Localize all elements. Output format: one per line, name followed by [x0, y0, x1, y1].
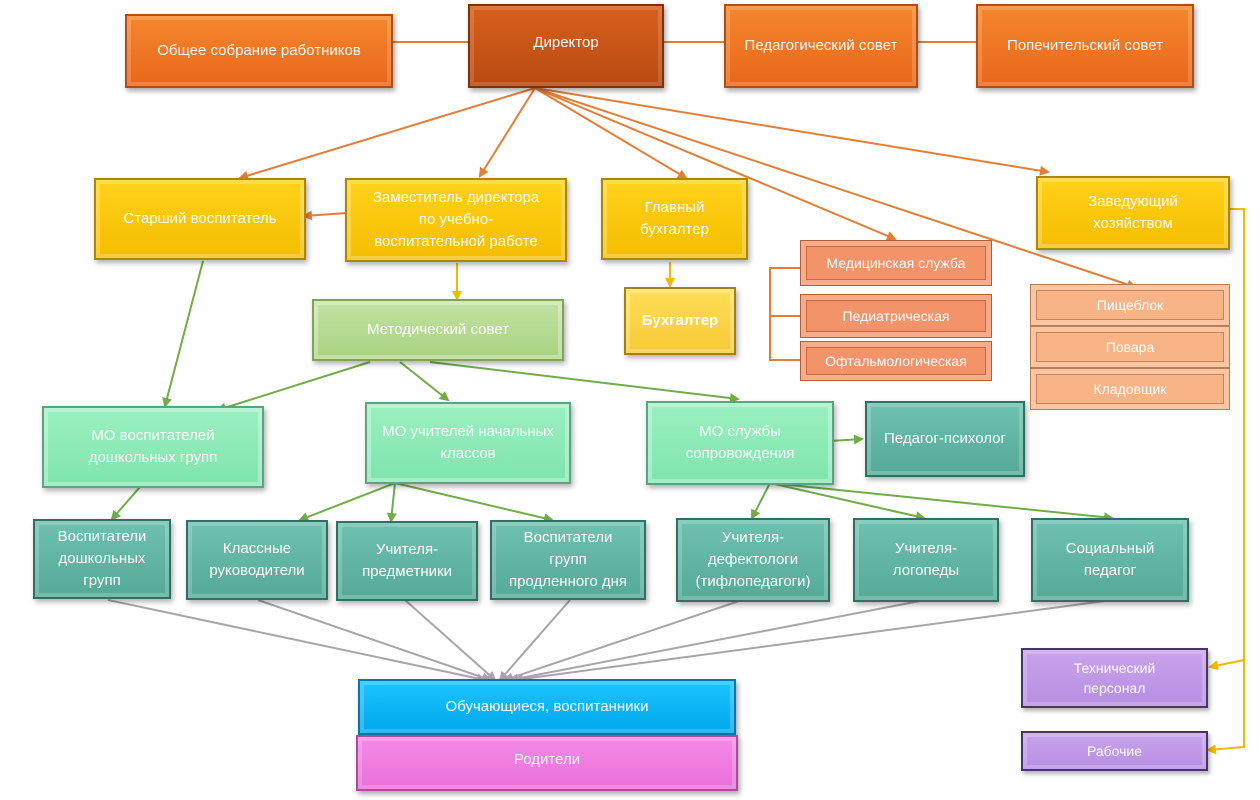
board-of-trustees-label: Попечительский совет — [1007, 37, 1163, 55]
subject-teachers-text: Учителя- предметники — [362, 539, 452, 583]
board-of-trustees-box[interactable]: Попечительский совет — [976, 4, 1194, 88]
medical-service-box[interactable]: Медицинская служба — [800, 240, 992, 286]
general-meeting-label: Общее собрание работников — [157, 42, 361, 60]
mo-support-line-1: МО службы — [699, 423, 781, 441]
director-label: Директор — [533, 34, 599, 51]
speech-therapists-box[interactable]: Учителя- логопеды — [853, 518, 999, 602]
psychologist-label: Педагог-психолог — [884, 430, 1006, 448]
mo-preschool-text: МО воспитателей дошкольных групп — [89, 425, 218, 469]
defectologists-line-2: дефектологи — [707, 551, 799, 569]
chief-accountant-line-1: Главный — [644, 199, 705, 217]
extended-day-educators-text: Воспитатели групп продленного дня — [509, 527, 627, 592]
subject-teachers-line-2: предметники — [362, 563, 452, 580]
subject-teachers-box[interactable]: Учителя- предметники — [336, 521, 478, 601]
social-pedagogue-box[interactable]: Социальный педагог — [1031, 518, 1189, 602]
accountant-box[interactable]: Бухгалтер — [624, 287, 736, 355]
chief-accountant-line-2: бухгалтер — [640, 221, 709, 238]
storekeeper-label: Кладовщик — [1093, 380, 1167, 397]
speech-therapists-text: Учителя- логопеды — [893, 538, 959, 582]
class-teachers-box[interactable]: Классные руководители — [186, 520, 328, 600]
deputy-director-line-3: воспитательной работе — [374, 232, 538, 250]
technical-staff-box[interactable]: Технический персонал — [1021, 648, 1208, 708]
technical-staff-text: Технический персонал — [1074, 658, 1156, 699]
senior-educator-box[interactable]: Старший воспитатель — [94, 178, 306, 260]
defectologists-line-1: Учителя- — [721, 529, 785, 547]
mo-primary-line-2: классов — [440, 445, 496, 462]
workers-box[interactable]: Рабочие — [1021, 731, 1208, 771]
supply-manager-box[interactable]: Заведующий хозяйством — [1036, 176, 1230, 250]
extended-day-line-1: Воспитатели — [523, 529, 613, 547]
mo-preschool-line-1: МО воспитателей — [91, 427, 215, 445]
pedagogical-council-box[interactable]: Педагогический совет — [724, 4, 918, 88]
class-teachers-text: Классные руководители — [209, 538, 304, 582]
subject-teachers-line-1: Учителя- — [375, 541, 439, 559]
canteen-label: Пищеблок — [1096, 296, 1164, 313]
class-teachers-line-1: Классные — [222, 540, 292, 558]
ophthalmologic-label: Офтальмологическая — [825, 352, 967, 369]
mo-primary-text: МО учителей начальных классов — [382, 421, 554, 465]
students-box[interactable]: Обучающиеся, воспитанники — [358, 679, 736, 735]
preschool-educators-text: Воспитатели дошкольных групп — [58, 526, 147, 591]
pedagogical-council-label: Педагогический совет — [744, 37, 898, 55]
mo-support-text: МО службы сопровождения — [686, 421, 795, 465]
mo-primary-line-1: МО учителей начальных — [382, 423, 554, 441]
storekeeper-box[interactable]: Кладовщик — [1030, 368, 1230, 410]
methodical-council-label: Методический совет — [366, 321, 510, 339]
director-box[interactable]: Директор — [468, 4, 664, 88]
cooks-box[interactable]: Повара — [1030, 326, 1230, 368]
mo-support-line-2: сопровождения — [685, 445, 795, 462]
extended-day-educators-box[interactable]: Воспитатели групп продленного дня — [490, 520, 646, 600]
workers-label: Рабочие — [1086, 742, 1143, 759]
methodical-council-box[interactable]: Методический совет — [312, 299, 564, 361]
chief-accountant-text: Главный бухгалтер — [640, 197, 709, 241]
speech-therapists-line-1: Учителя- — [894, 540, 958, 558]
mo-preschool-line-2: дошкольных групп — [88, 449, 218, 466]
extended-day-line-2: групп — [549, 551, 587, 569]
ophthalmologic-box[interactable]: Офтальмологическая — [800, 341, 992, 381]
technical-staff-line-1: Технический — [1073, 659, 1156, 676]
pediatric-label: Педиатрическая — [842, 307, 950, 324]
preschool-educators-line-3: групп — [83, 571, 121, 589]
defectologists-box[interactable]: Учителя- дефектологи (тифлопедагоги) — [676, 518, 830, 602]
supply-manager-line-1: Заведующий — [1088, 193, 1178, 211]
parents-label: Родители — [513, 751, 581, 768]
mo-primary-box[interactable]: МО учителей начальных классов — [365, 402, 571, 484]
cooks-label: Повара — [1105, 338, 1155, 355]
supply-manager-line-2: хозяйством — [1093, 215, 1173, 232]
social-pedagogue-line-1: Социальный — [1065, 540, 1155, 558]
preschool-educators-box[interactable]: Воспитатели дошкольных групп — [33, 519, 171, 599]
deputy-director-box[interactable]: Заместитель директора по учебно- воспита… — [345, 178, 567, 262]
extended-day-line-3: продленного дня — [508, 572, 628, 590]
class-teachers-line-2: руководители — [209, 562, 305, 579]
defectologists-line-3: (тифлопедагоги) — [695, 572, 811, 590]
parents-box[interactable]: Родители — [356, 735, 738, 791]
medical-service-label: Медицинская служба — [826, 254, 966, 271]
psychologist-box[interactable]: Педагог-психолог — [865, 401, 1025, 477]
general-meeting-box[interactable]: Общее собрание работников — [125, 14, 393, 88]
preschool-educators-line-1: Воспитатели — [57, 528, 147, 546]
technical-staff-line-2: персонал — [1083, 680, 1146, 696]
social-pedagogue-text: Социальный педагог — [1066, 538, 1155, 582]
pediatric-box[interactable]: Педиатрическая — [800, 294, 992, 338]
canteen-box[interactable]: Пищеблок — [1030, 284, 1230, 326]
defectologists-text: Учителя- дефектологи (тифлопедагоги) — [695, 527, 810, 592]
deputy-director-text: Заместитель директора по учебно- воспита… — [373, 187, 539, 252]
preschool-educators-line-2: дошкольных — [58, 550, 146, 568]
deputy-director-line-1: Заместитель директора — [372, 189, 540, 207]
chief-accountant-box[interactable]: Главный бухгалтер — [601, 178, 748, 260]
students-label: Обучающиеся, воспитанники — [445, 698, 649, 716]
deputy-director-line-2: по учебно- — [418, 211, 494, 229]
social-pedagogue-line-2: педагог — [1083, 562, 1137, 579]
senior-educator-label: Старший воспитатель — [123, 210, 277, 228]
mo-support-box[interactable]: МО службы сопровождения — [646, 401, 834, 485]
speech-therapists-line-2: логопеды — [892, 562, 960, 579]
accountant-label: Бухгалтер — [641, 312, 719, 330]
mo-preschool-box[interactable]: МО воспитателей дошкольных групп — [42, 406, 264, 488]
supply-manager-text: Заведующий хозяйством — [1088, 191, 1178, 235]
